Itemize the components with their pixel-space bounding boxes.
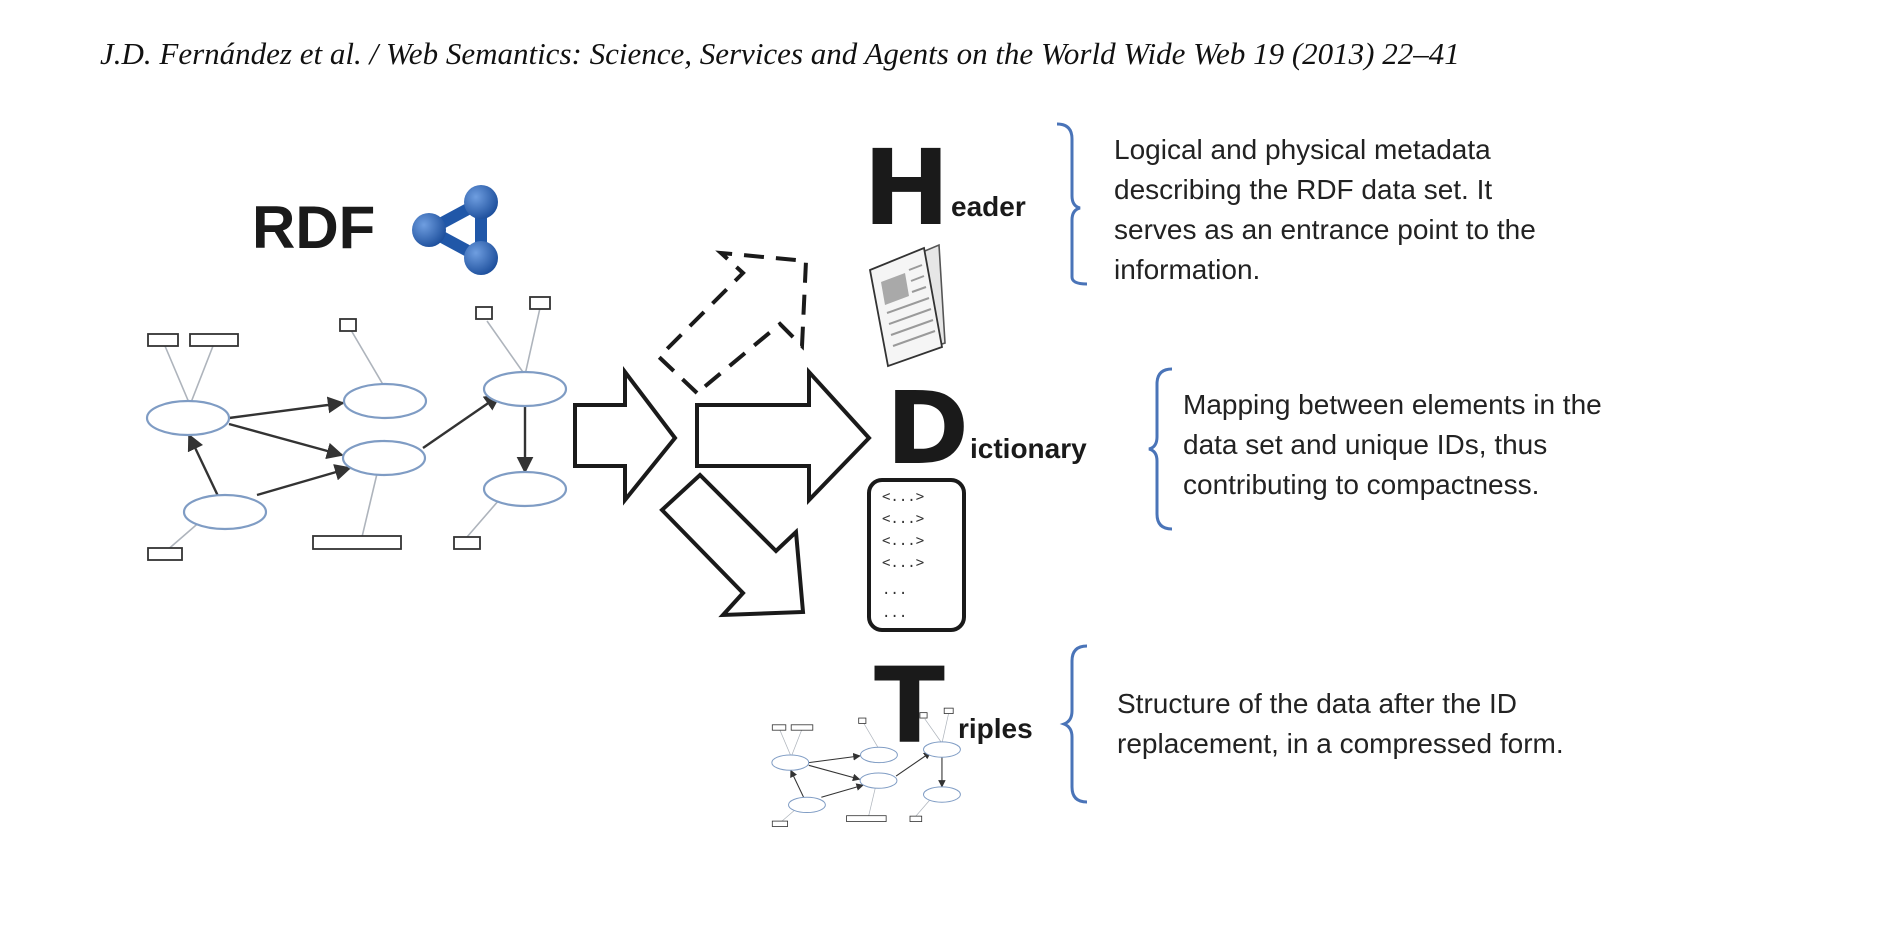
header-section: H eader Logical and physical metadata de… xyxy=(863,122,1544,368)
dictionary-entry: <...> xyxy=(882,555,924,571)
header-word: eader xyxy=(951,191,1026,222)
rdf-graph xyxy=(147,297,566,560)
dictionary-word: ictionary xyxy=(970,433,1087,464)
header-description: Logical and physical metadata describing… xyxy=(1114,134,1544,285)
citation-header: J.D. Fernández et al. / Web Semantics: S… xyxy=(100,36,1460,71)
dictionary-arrow xyxy=(695,366,872,505)
header-bracket xyxy=(1056,122,1088,286)
header-arrow-dashed xyxy=(656,250,809,396)
triples-section: T riples Structure of the data after the… xyxy=(772,644,1564,827)
document-icon xyxy=(868,243,946,368)
triples-word: riples xyxy=(958,713,1033,744)
input-arrow xyxy=(573,366,678,506)
dictionary-entry: ... xyxy=(882,605,907,621)
dictionary-entries: <...> <...> <...> <...> ... ... xyxy=(882,489,933,621)
header-letter: H xyxy=(863,127,950,249)
rdf-logo-icon xyxy=(412,185,498,275)
triples-arrow xyxy=(659,472,806,618)
dictionary-letter: D xyxy=(886,370,969,487)
dictionary-entry: <...> xyxy=(882,511,924,527)
dictionary-entry: <...> xyxy=(882,533,924,549)
triples-bracket xyxy=(1059,644,1088,804)
dictionary-section: D ictionary <...> <...> <...> <...> ... … xyxy=(867,367,1610,632)
triples-description: Structure of the data after the ID repla… xyxy=(1117,688,1564,759)
rdf-label: RDF xyxy=(252,194,375,261)
process-arrows xyxy=(573,250,872,618)
dictionary-entry: <...> xyxy=(882,489,924,505)
dictionary-bracket xyxy=(1148,367,1173,531)
dictionary-description: Mapping between elements in the data set… xyxy=(1183,389,1610,500)
dictionary-box xyxy=(867,478,966,632)
dictionary-entry: ... xyxy=(882,582,907,598)
